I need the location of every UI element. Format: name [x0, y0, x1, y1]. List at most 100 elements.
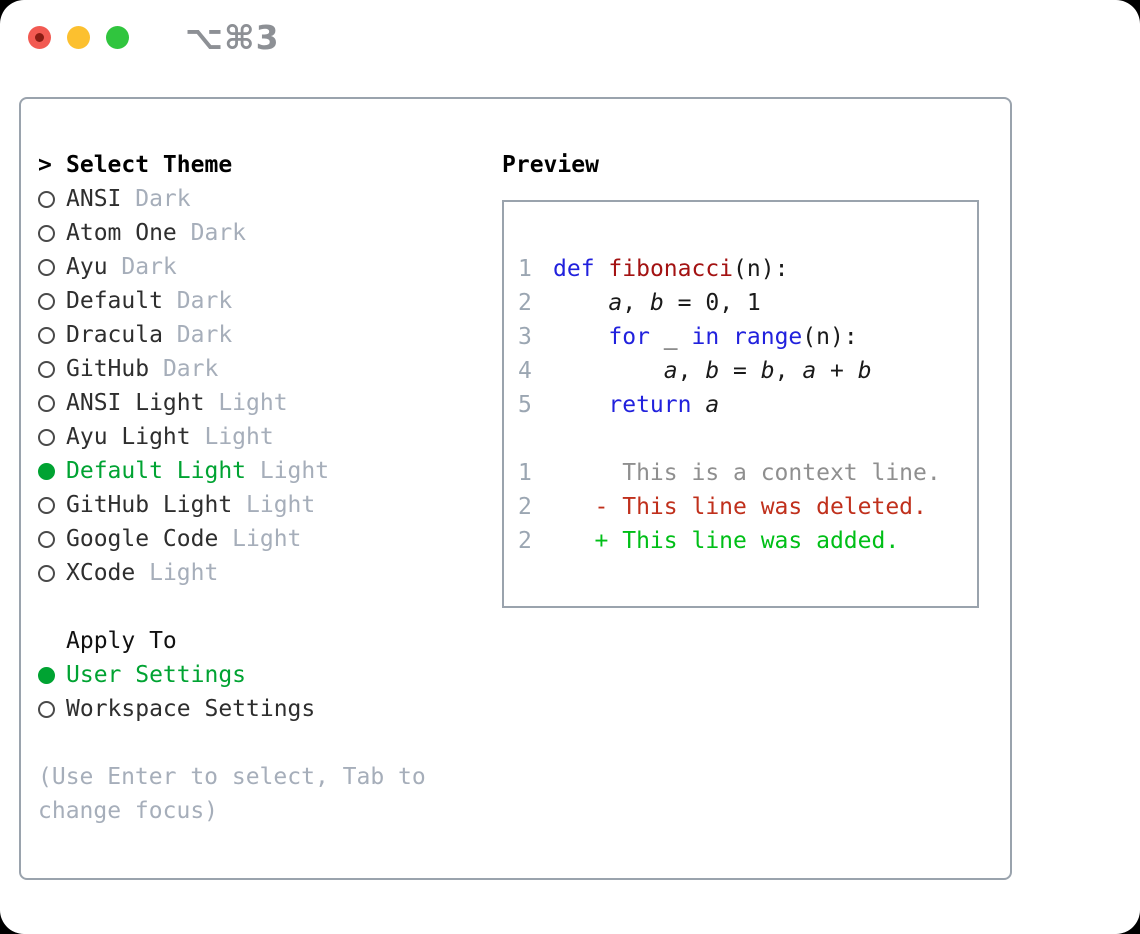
code-line	[518, 218, 977, 252]
code-token	[553, 358, 664, 384]
radio-unselected-icon	[38, 428, 55, 446]
line-number: 2	[518, 290, 532, 316]
code-token: ,	[677, 358, 706, 384]
theme-name: Dracula	[66, 322, 163, 348]
code-line: 5 return a	[518, 388, 977, 422]
traffic-lights	[28, 26, 145, 49]
zoom-button[interactable]	[106, 26, 129, 49]
code-token: fibonacci	[608, 256, 734, 282]
code-token: +	[816, 358, 858, 384]
theme-option-atom-one-dark[interactable]: Atom One Dark	[38, 216, 502, 250]
code-line: 2 a, b = 0, 1	[518, 286, 977, 320]
code-token	[553, 392, 608, 418]
theme-name: Ayu Light	[66, 424, 191, 450]
apply-option-label: User Settings	[66, 662, 247, 688]
code-token: =	[719, 358, 761, 384]
line-number: 1	[518, 256, 532, 282]
apply-option-workspace-settings[interactable]: Workspace Settings	[38, 692, 502, 726]
theme-option-ayu-dark[interactable]: Ayu Dark	[38, 250, 502, 284]
line-number: 5	[518, 392, 532, 418]
code-token: _	[649, 324, 692, 350]
code-token	[719, 324, 733, 350]
code-line: 1 This is a context line.	[518, 456, 977, 490]
code-token: a	[802, 358, 817, 384]
theme-name: ANSI Light	[66, 390, 205, 416]
radio-unselected-icon	[38, 394, 55, 412]
theme-option-xcode-light[interactable]: XCode Light	[38, 556, 502, 590]
theme-name: Default Light	[66, 458, 247, 484]
code-line	[518, 558, 977, 592]
code-token: b	[760, 358, 775, 384]
code-token: ,	[774, 358, 803, 384]
code-line: 2 - This line was deleted.	[518, 490, 977, 524]
theme-name: GitHub	[66, 356, 150, 382]
theme-option-dracula-dark[interactable]: Dracula Dark	[38, 318, 502, 352]
line-number: 3	[518, 324, 532, 350]
theme-name: Ayu	[66, 254, 108, 280]
preview-title: Preview	[502, 152, 599, 178]
minimize-button[interactable]	[67, 26, 90, 49]
titlebar: ⌥⌘3	[28, 21, 1120, 54]
radio-unselected-icon	[38, 360, 55, 378]
theme-variant-badge: Light	[259, 458, 330, 484]
line-number: 2	[518, 528, 532, 554]
theme-variant-badge: Dark	[121, 254, 177, 280]
code-token: def	[553, 256, 595, 282]
close-button[interactable]	[28, 26, 51, 49]
theme-name: Default	[66, 288, 163, 314]
theme-name: Google Code	[66, 526, 219, 552]
code-token: This is a context line.	[553, 460, 941, 486]
apply-option-label: Workspace Settings	[66, 696, 316, 722]
apply-to-header-row: Apply To	[38, 624, 502, 658]
code-token: - This line was deleted.	[553, 494, 927, 520]
theme-variant-badge: Light	[204, 424, 274, 450]
code-token: ,	[622, 290, 650, 316]
code-token: b	[857, 358, 872, 384]
line-number: 4	[518, 358, 532, 384]
code-line: 3 for _ in range(n):	[518, 320, 977, 354]
select-theme-title: Select Theme	[66, 152, 233, 178]
spacer	[38, 590, 502, 624]
code-token: = 0, 1	[663, 290, 761, 316]
code-token: a	[705, 392, 720, 418]
code-token: (n):	[802, 324, 858, 350]
theme-variant-badge: Dark	[190, 220, 247, 246]
code-token	[691, 392, 705, 418]
apply-to-title: Apply To	[66, 628, 177, 654]
radio-selected-icon	[38, 666, 55, 684]
radio-unselected-icon	[38, 700, 55, 718]
theme-name: ANSI	[66, 186, 122, 212]
apply-option-user-settings[interactable]: User Settings	[38, 658, 502, 692]
hint-text-line-2: change focus)	[38, 798, 219, 824]
cursor-marker: >	[38, 152, 52, 178]
code-token: range	[733, 324, 803, 350]
select-theme-header-row: > Select Theme	[38, 148, 502, 182]
code-line: 1 def fibonacci(n):	[518, 252, 977, 286]
spacer	[38, 726, 502, 760]
theme-option-default-light-light[interactable]: Default Light Light	[38, 454, 502, 488]
theme-variant-badge: Light	[149, 560, 219, 586]
code-token: a	[608, 290, 623, 316]
theme-variant-badge: Dark	[176, 322, 233, 348]
code-line: 4 a, b = b, a + b	[518, 354, 977, 388]
radio-unselected-icon	[38, 292, 55, 310]
code-token: b	[649, 290, 664, 316]
theme-name: XCode	[66, 560, 136, 586]
theme-option-ayu-light-light[interactable]: Ayu Light Light	[38, 420, 502, 454]
radio-unselected-icon	[38, 530, 55, 548]
theme-name: Atom One	[66, 220, 177, 246]
code-token: (n):	[733, 256, 789, 282]
code-line	[518, 422, 977, 456]
radio-unselected-icon	[38, 190, 55, 208]
